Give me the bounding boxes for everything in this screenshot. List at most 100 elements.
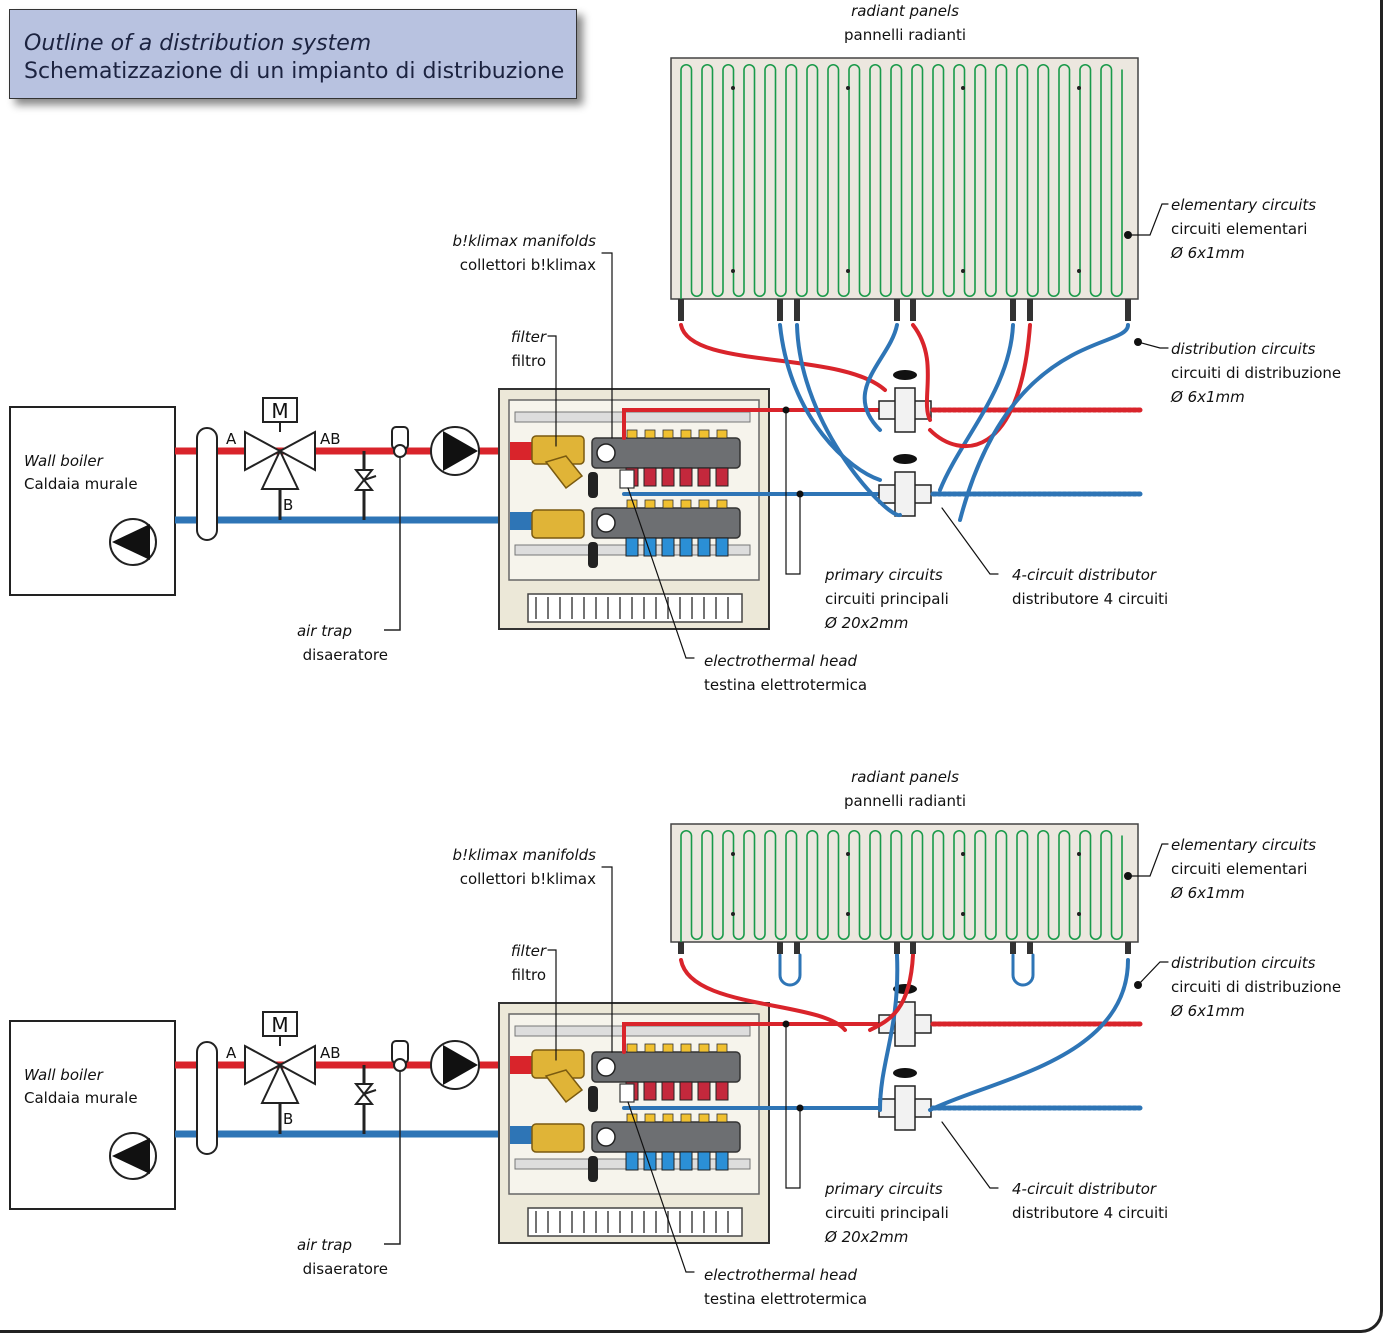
distributor-cap: [893, 984, 917, 994]
wall-boiler-label-en: Wall boiler: [24, 452, 104, 470]
panel-connector: [894, 299, 900, 321]
panel-connector: [794, 299, 800, 321]
manifolds-label-it: collettori b!klimax: [460, 870, 596, 888]
air-trap-leader: [384, 457, 401, 631]
distribution-tube: [958, 323, 1130, 522]
manifold-outlet: [697, 467, 711, 487]
panel-connector: [1010, 299, 1016, 321]
manifold-cap: [716, 1113, 728, 1123]
manifold-cap: [626, 429, 638, 439]
distributor-cap: [893, 370, 917, 380]
hydraulic-separator: [196, 427, 218, 541]
manifold-outlet: [661, 537, 675, 557]
manifold-outlet: [715, 467, 729, 487]
head-leader: [627, 1101, 695, 1273]
supply-inlet: [510, 1056, 538, 1074]
drain-valve-icon: [588, 542, 598, 568]
manifold-gauge-icon: [596, 1057, 616, 1077]
panel-connector: [777, 299, 783, 321]
distribution-label-dim: Ø 6x1mm: [1170, 1002, 1245, 1020]
panel-connector: [894, 942, 900, 954]
distribution-label-it: circuiti di distribuzione: [1171, 364, 1341, 382]
elementary-label-dim: Ø 6x1mm: [1170, 884, 1245, 902]
primary-supply-pipe: [622, 1022, 882, 1054]
elementary-circuit-tubes: [680, 830, 1123, 948]
primary-label-dim: Ø 20x2mm: [824, 1228, 908, 1246]
wall-boiler: [9, 1020, 176, 1210]
manifold-outlet: [697, 537, 711, 557]
air-trap-label-it: disaeratore: [303, 1260, 388, 1278]
manifold-outlet: [643, 467, 657, 487]
port-b-label: B: [283, 1110, 293, 1128]
wall-boiler: [9, 406, 176, 596]
air-trap-label-en: air trap: [297, 622, 352, 640]
panel-screw: [1077, 269, 1081, 273]
panel-screw: [1077, 852, 1081, 856]
manifold-outlet: [697, 1081, 711, 1101]
distribution-tube: [679, 323, 887, 392]
distribution-tube: [878, 953, 900, 1112]
filter-label-en: filter: [511, 328, 547, 346]
manifold-cap: [698, 1113, 710, 1123]
filter-body: [544, 455, 584, 490]
primary-label-it: circuiti principali: [825, 1204, 949, 1222]
manifolds-label-en: b!klimax manifolds: [453, 232, 597, 250]
manifold-gauge-icon: [596, 1127, 616, 1147]
balancing-valve-handle: [363, 475, 377, 481]
manifold-outlet: [715, 1081, 729, 1101]
manifold-cap: [662, 499, 674, 509]
distribution-leader: [1137, 961, 1169, 986]
radiant-label-en: radiant panels: [851, 768, 959, 786]
manifold-cap: [680, 499, 692, 509]
filter-leader: [547, 335, 557, 447]
air-trap-label-it: disaeratore: [303, 646, 388, 664]
valve-motor: [262, 397, 298, 423]
manifold-outlet: [697, 1151, 711, 1171]
distributor-label-it: distributore 4 circuiti: [1012, 1204, 1168, 1222]
air-trap-body: [393, 444, 407, 458]
valve-motor-label: M: [271, 1013, 288, 1037]
primary-leader: [785, 409, 801, 575]
title-box: Outline of a distribution system Schemat…: [9, 9, 577, 99]
manifold-cap: [716, 429, 728, 439]
manifold-cap: [698, 499, 710, 509]
distributor-label-en: 4-circuit distributor: [1012, 1180, 1157, 1198]
panel-connector: [678, 942, 684, 954]
manifold-cap: [716, 499, 728, 509]
manifold-outlet: [715, 537, 729, 557]
head-label-it: testina elettrotermica: [704, 1290, 867, 1308]
manifold-gauge-icon: [596, 513, 616, 533]
mixing-valve-right: [277, 1044, 316, 1086]
mixing-valve-left: [244, 1044, 283, 1086]
elementary-label-it: circuiti elementari: [1171, 220, 1307, 238]
port-ab-label: AB: [320, 430, 341, 448]
distribution-tube: [862, 323, 899, 432]
distributor-body: [894, 1001, 916, 1047]
primary-supply-pipe: [622, 408, 882, 440]
primary-label-en: primary circuits: [824, 566, 943, 584]
panel-screw: [961, 852, 965, 856]
head-leader: [627, 487, 695, 659]
air-trap-label-en: air trap: [297, 1236, 352, 1254]
title-en: Outline of a distribution system: [24, 31, 372, 56]
manifold-outlet: [679, 537, 693, 557]
manifold-cap: [626, 1043, 638, 1053]
panel-connector: [777, 942, 783, 954]
manifold-outlet: [625, 537, 639, 557]
distribution-tube: [679, 958, 847, 1032]
elementary-label-dim: Ø 6x1mm: [1170, 244, 1245, 262]
distributor-leader: [941, 1121, 999, 1189]
panel-screw: [731, 912, 735, 916]
distributor-label-it: distributore 4 circuiti: [1012, 590, 1168, 608]
elementary-label-en: elementary circuits: [1171, 836, 1316, 854]
drain-valve-icon: [588, 1086, 598, 1112]
primary-label-dim: Ø 20x2mm: [824, 614, 908, 632]
boiler-pump-arrow-icon: [112, 524, 150, 560]
panel-connector: [794, 942, 800, 954]
manifold-gauge-icon: [596, 443, 616, 463]
electrothermal-head-icon: [619, 1083, 635, 1103]
hydraulic-separator: [196, 1041, 218, 1155]
mounting-rail: [514, 1025, 751, 1037]
